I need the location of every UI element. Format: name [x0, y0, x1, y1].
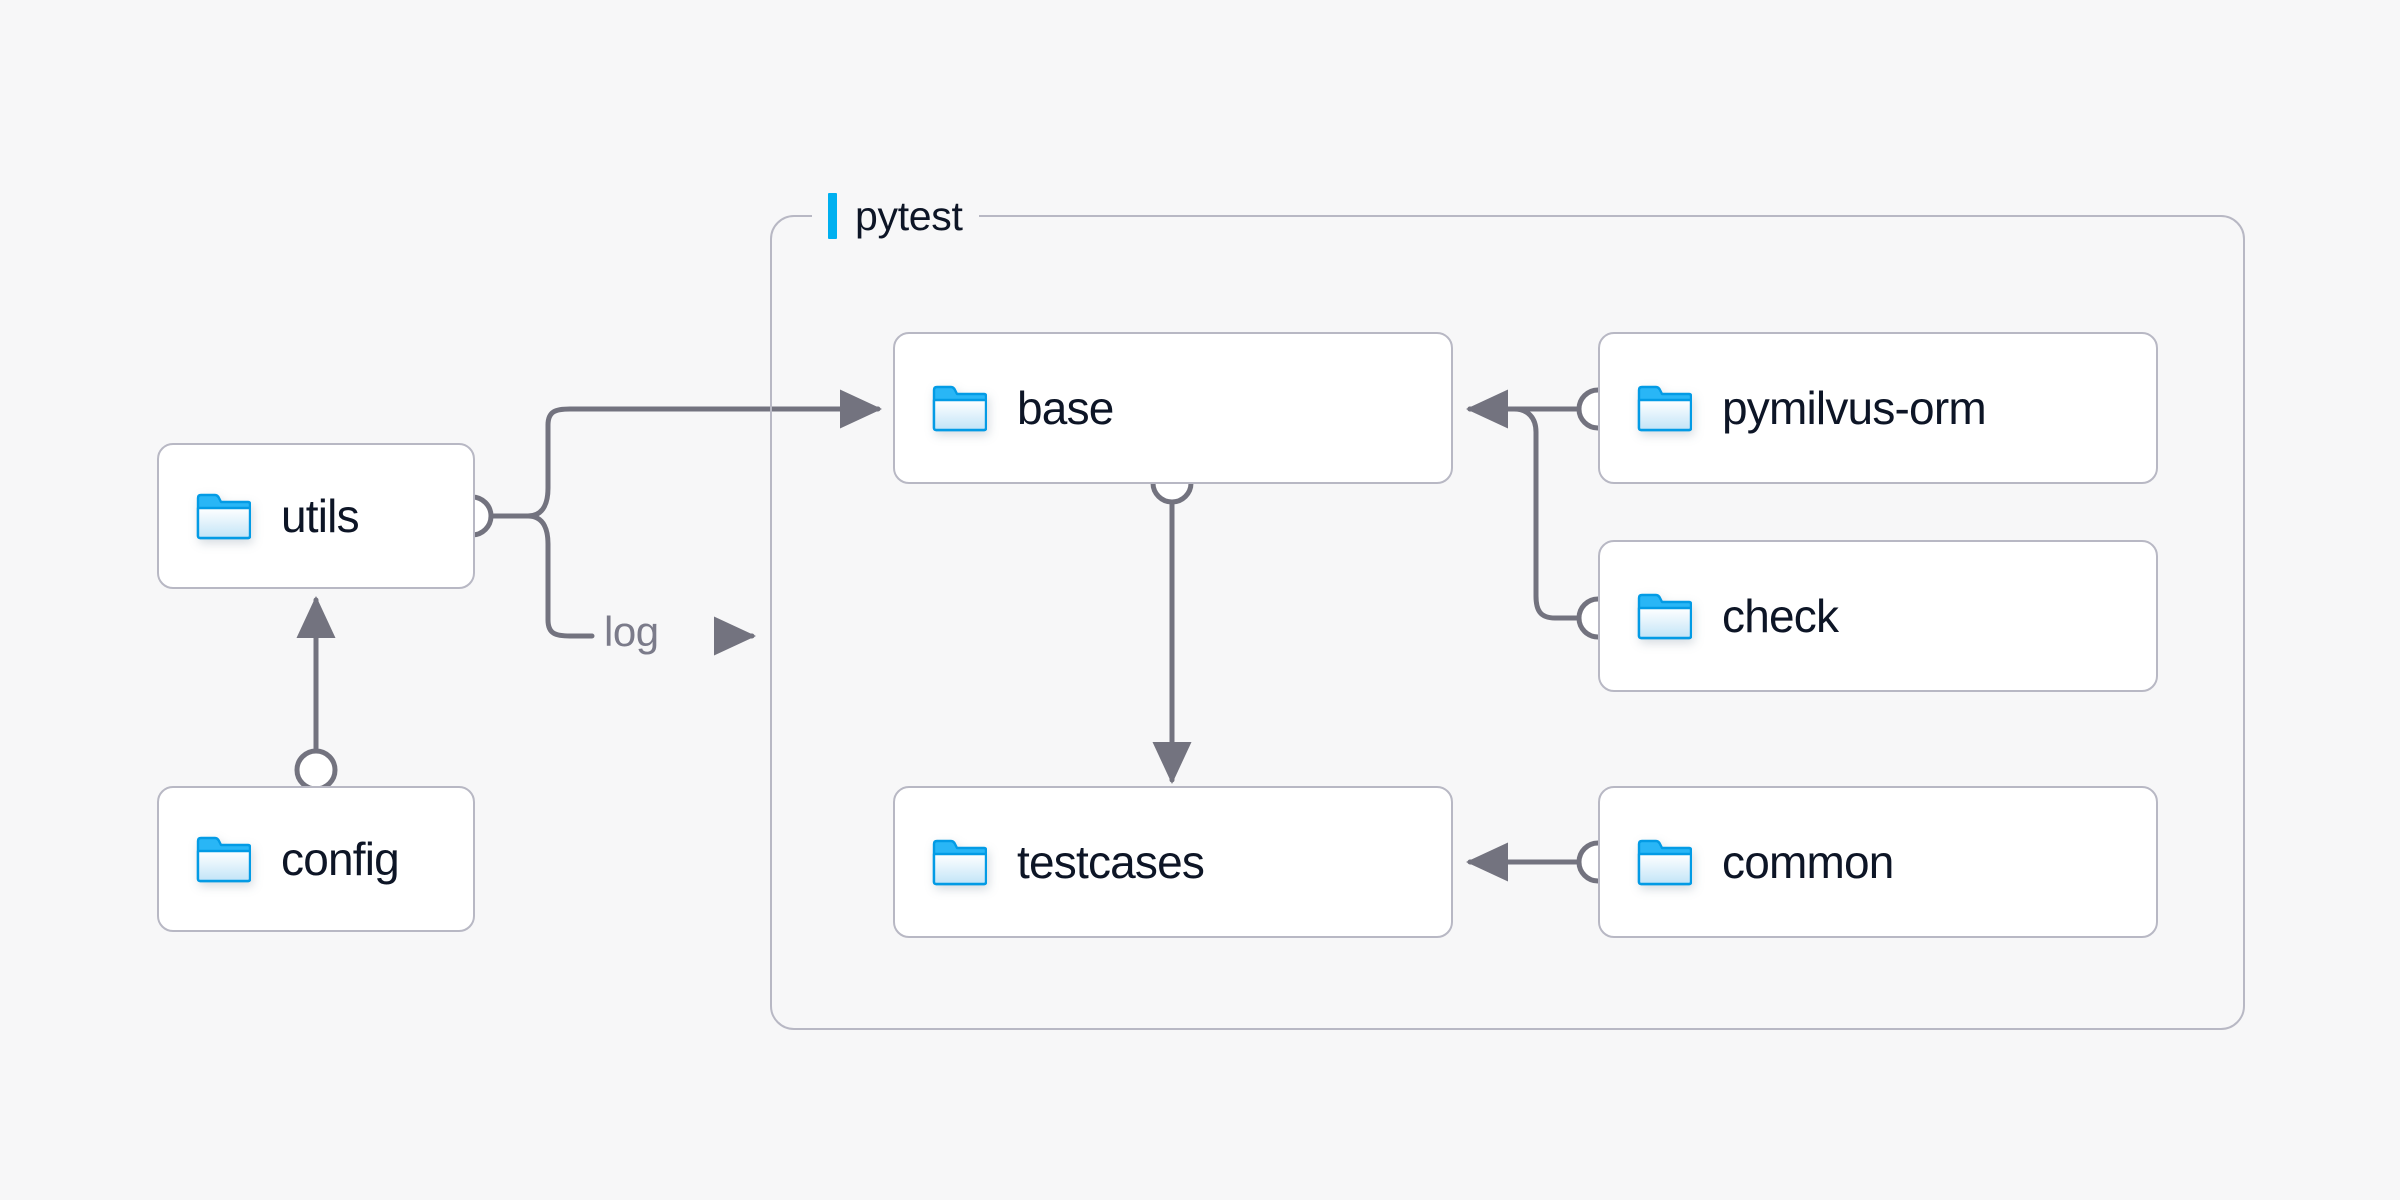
- group-accent-bar: [828, 193, 837, 239]
- folder-icon: [1637, 385, 1692, 432]
- node-pymilvus-orm[interactable]: pymilvus-orm: [1598, 332, 2158, 484]
- node-base[interactable]: base: [893, 332, 1453, 484]
- folder-icon: [1637, 593, 1692, 640]
- node-check[interactable]: check: [1598, 540, 2158, 692]
- group-pytest-label: pytest: [812, 188, 979, 244]
- node-pymilvus-orm-label: pymilvus-orm: [1722, 382, 1987, 434]
- folder-icon: [932, 839, 987, 886]
- folder-icon: [196, 836, 251, 883]
- folder-icon: [932, 385, 987, 432]
- node-common[interactable]: common: [1598, 786, 2158, 938]
- edge-utils-to-log: [525, 513, 595, 639]
- node-base-label: base: [1017, 382, 1114, 434]
- node-config-label: config: [281, 833, 400, 885]
- node-testcases-label: testcases: [1017, 836, 1205, 888]
- node-common-label: common: [1722, 836, 1894, 888]
- node-utils-label: utils: [281, 490, 360, 542]
- folder-icon: [196, 493, 251, 540]
- connector-dot-config: [294, 748, 338, 792]
- edge-label-log: log: [604, 608, 659, 655]
- group-pytest: [770, 215, 2245, 1030]
- node-utils[interactable]: utils: [157, 443, 475, 589]
- node-config[interactable]: config: [157, 786, 475, 932]
- folder-icon: [1637, 839, 1692, 886]
- node-check-label: check: [1722, 590, 1839, 642]
- group-pytest-label-text: pytest: [855, 192, 963, 239]
- node-testcases[interactable]: testcases: [893, 786, 1453, 938]
